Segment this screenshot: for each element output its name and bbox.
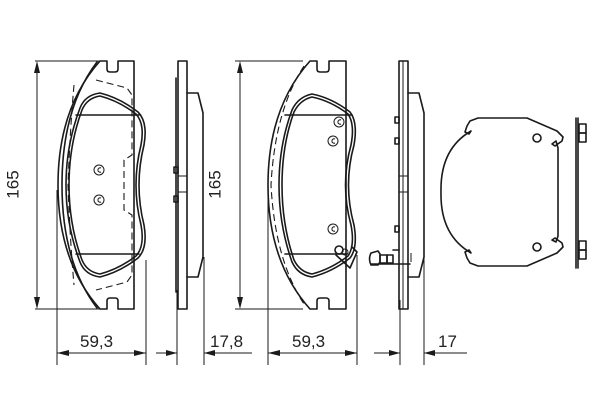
pad-1-width-label: 59,3 xyxy=(80,332,114,351)
wear-sensor-clip-side-icon xyxy=(368,249,412,266)
pad-1-width-dimension xyxy=(57,350,146,356)
sensor-mark-icon xyxy=(93,194,105,206)
shim-front-view xyxy=(440,117,564,267)
pad-2-width-dimension xyxy=(268,350,357,356)
sensor-mark-icon xyxy=(327,135,339,147)
pad-2-height-label: 165 xyxy=(205,170,225,199)
pad-1-height-label: 165 xyxy=(3,170,23,199)
wear-sensor-clip-icon xyxy=(334,245,358,269)
pad-2-width-label: 59,3 xyxy=(292,332,326,351)
pad-2-front-view xyxy=(235,60,358,365)
pad-2-side-view xyxy=(368,60,425,365)
pad-1-thickness-label: 17,8 xyxy=(210,332,244,351)
pad-1-front-view xyxy=(34,60,147,365)
sensor-mark-icon xyxy=(333,116,345,128)
pad-1-thickness-dimension xyxy=(156,350,252,356)
shim-side-view xyxy=(575,117,587,269)
pad-2-thickness-label: 17 xyxy=(438,332,457,351)
pad-1-side-view xyxy=(173,60,205,365)
sensor-mark-icon xyxy=(327,223,339,235)
sensor-mark-icon xyxy=(93,164,105,176)
pad-2-thickness-dimension xyxy=(374,350,467,356)
